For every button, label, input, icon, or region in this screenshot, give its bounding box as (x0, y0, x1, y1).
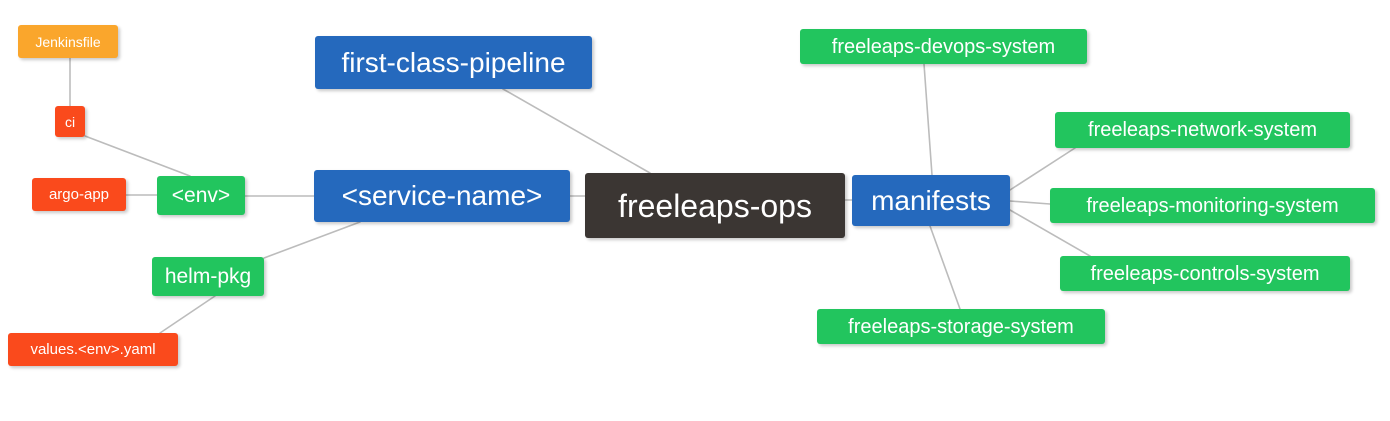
node-jenkinsfile[interactable]: Jenkinsfile (18, 25, 118, 58)
node-label-first-class-pipeline: first-class-pipeline (341, 46, 566, 78)
node-freeleaps-network-system[interactable]: freeleaps-network-system (1055, 112, 1350, 148)
node-label-ci: ci (64, 113, 76, 130)
node-label-freeleaps-ops: freeleaps-ops (618, 187, 812, 224)
node-label-jenkinsfile: Jenkinsfile (35, 33, 101, 50)
node-freeleaps-ops[interactable]: freeleaps-ops (585, 173, 845, 238)
node-env[interactable]: <env> (157, 176, 245, 215)
node-label-freeleaps-controls-system: freeleaps-controls-system (1090, 262, 1320, 285)
node-ci[interactable]: ci (55, 106, 85, 137)
edge-helm-pkg-to-service-name (263, 221, 361, 259)
edge-ci-to-env (84, 135, 191, 177)
node-freeleaps-storage-system[interactable]: freeleaps-storage-system (817, 309, 1105, 344)
edge-first-class-pipeline-to-freeleaps-ops (502, 88, 651, 174)
node-helm-pkg[interactable]: helm-pkg (152, 257, 264, 296)
node-service-name[interactable]: <service-name> (314, 170, 570, 222)
node-freeleaps-devops-system[interactable]: freeleaps-devops-system (800, 29, 1087, 64)
edge-manifests-to-freeleaps-network-system (1009, 147, 1076, 191)
node-label-helm-pkg: helm-pkg (164, 265, 252, 288)
node-label-freeleaps-monitoring-system: freeleaps-monitoring-system (1086, 194, 1339, 217)
edge-manifests-to-freeleaps-storage-system (929, 225, 961, 310)
node-freeleaps-monitoring-system[interactable]: freeleaps-monitoring-system (1050, 188, 1375, 223)
node-argo-app[interactable]: argo-app (32, 178, 126, 211)
node-freeleaps-controls-system[interactable]: freeleaps-controls-system (1060, 256, 1350, 291)
node-values-yaml[interactable]: values.<env>.yaml (8, 333, 178, 366)
node-label-env: <env> (171, 184, 231, 207)
edge-manifests-to-freeleaps-monitoring-system (1009, 200, 1051, 205)
edge-manifests-to-freeleaps-devops-system (923, 63, 933, 176)
node-label-freeleaps-storage-system: freeleaps-storage-system (848, 315, 1074, 338)
node-label-manifests: manifests (871, 184, 991, 216)
node-first-class-pipeline[interactable]: first-class-pipeline (315, 36, 592, 89)
node-label-freeleaps-devops-system: freeleaps-devops-system (831, 35, 1056, 58)
node-label-service-name: <service-name> (341, 180, 543, 211)
node-label-argo-app: argo-app (48, 186, 110, 203)
node-manifests[interactable]: manifests (852, 175, 1010, 226)
edge-values-yaml-to-helm-pkg (159, 295, 216, 334)
node-label-values-yaml: values.<env>.yaml (30, 341, 156, 358)
node-label-freeleaps-network-system: freeleaps-network-system (1088, 119, 1317, 141)
